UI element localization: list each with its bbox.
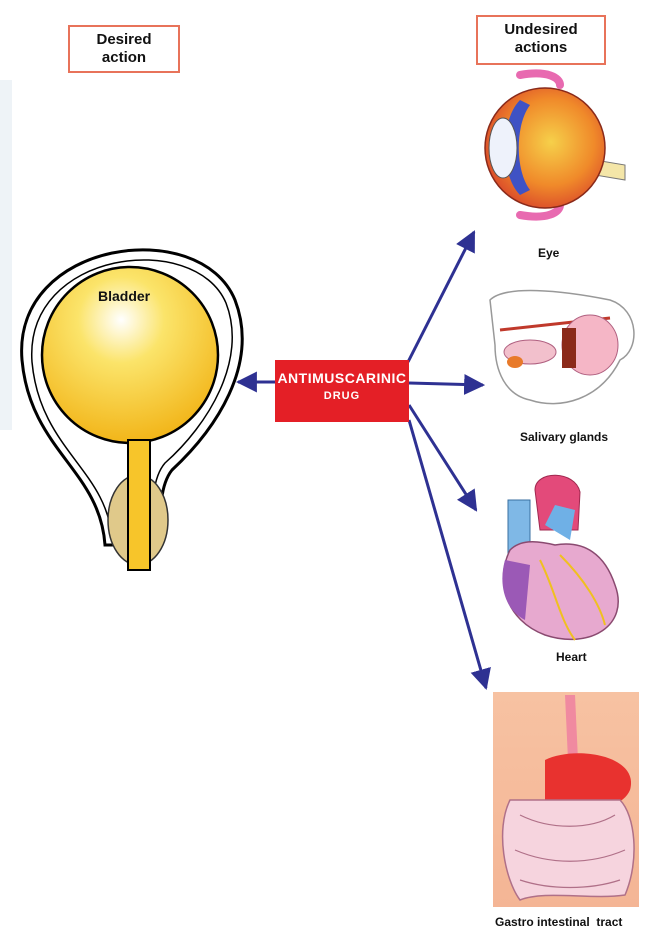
salivary-glands-label: Salivary glands [520, 430, 608, 444]
eye-label: Eye [538, 246, 559, 260]
salivary-glands-icon [490, 291, 634, 404]
undesired-line-2: actions [484, 39, 598, 57]
arrow-to-eye [408, 232, 474, 362]
bladder-label: Bladder [98, 288, 150, 304]
gi-tract-icon [493, 692, 639, 907]
drug-line-1: ANTIMUSCARINIC [275, 370, 409, 386]
arrows [238, 232, 486, 688]
undesired-line-1: Undesired [484, 21, 598, 39]
drug-line-2: DRUG [275, 390, 409, 402]
eye-icon [485, 73, 625, 216]
heart-icon [502, 475, 618, 640]
undesired-actions-label: Undesired actions [476, 15, 606, 65]
desired-line-2: action [76, 49, 172, 67]
antimuscarinic-drug-box: ANTIMUSCARINIC DRUG [275, 360, 409, 422]
page-edge-strip [0, 80, 12, 430]
heart-label: Heart [556, 650, 587, 664]
arrow-to-gi-tract [409, 420, 486, 688]
desired-line-1: Desired [76, 31, 172, 49]
arrow-to-salivary-glands [409, 383, 483, 385]
desired-action-label: Desired action [68, 25, 180, 73]
gi-tract-label: Gastro intestinal tract [495, 915, 622, 929]
